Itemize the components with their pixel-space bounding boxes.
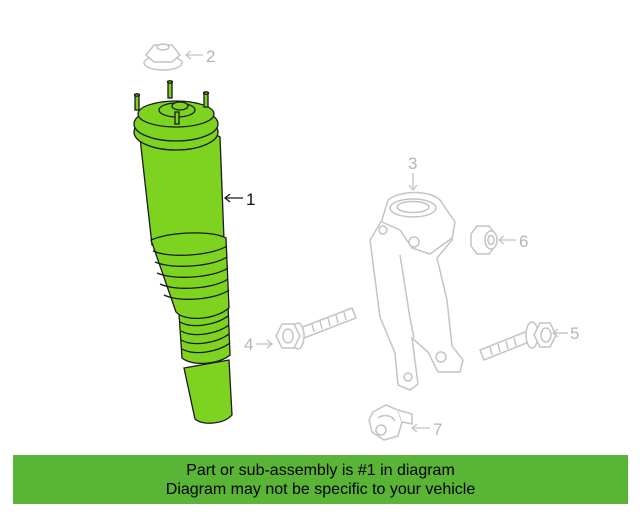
callout-6[interactable]: 6 xyxy=(519,232,528,251)
info-banner: Part or sub-assembly is #1 in diagram Di… xyxy=(13,455,628,504)
callout-3-leader xyxy=(408,173,418,192)
part-2-nut[interactable] xyxy=(143,43,183,71)
callout-1-leader xyxy=(223,193,243,203)
callout-5[interactable]: 5 xyxy=(570,324,579,343)
callout-4[interactable]: 4 xyxy=(244,335,253,354)
part-6-nut[interactable] xyxy=(470,225,498,255)
callout-1[interactable]: 1 xyxy=(246,190,255,209)
callout-7[interactable]: 7 xyxy=(433,420,442,439)
part-3-bracket[interactable] xyxy=(369,191,464,391)
callout-4-leader xyxy=(256,339,274,349)
callout-2-leader xyxy=(184,50,203,60)
part-1-air-strut[interactable] xyxy=(133,80,233,424)
callout-7-leader xyxy=(410,423,430,433)
part-4-bolt[interactable] xyxy=(275,307,357,350)
parts-diagram: 2 1 3 xyxy=(133,43,579,441)
callout-2[interactable]: 2 xyxy=(206,47,215,66)
banner-line-1: Part or sub-assembly is #1 in diagram xyxy=(186,461,455,479)
callout-5-leader xyxy=(551,328,568,338)
callout-6-leader xyxy=(497,235,516,245)
part-5-bolt[interactable] xyxy=(479,321,557,361)
banner-line-2: Diagram may not be specific to your vehi… xyxy=(165,480,476,498)
callout-3[interactable]: 3 xyxy=(408,154,417,173)
part-7-clip[interactable] xyxy=(368,404,413,441)
